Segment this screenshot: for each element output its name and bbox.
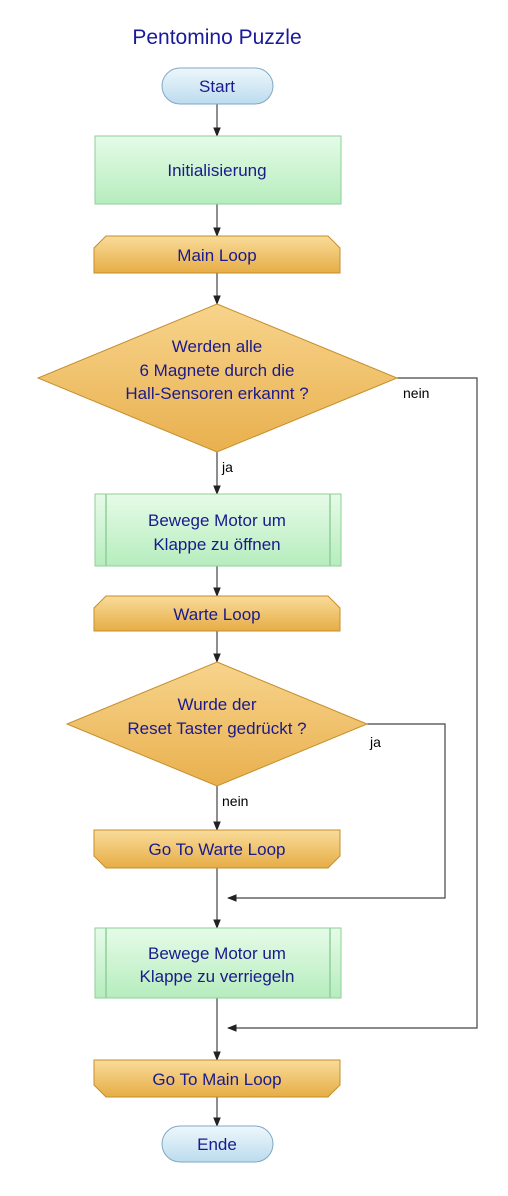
open-flap-line-2: Klappe zu öffnen: [153, 535, 280, 554]
decision-magnets-line-1: Werden alle: [172, 337, 262, 356]
open-flap-process: Bewege Motor um Klappe zu öffnen: [94, 493, 342, 567]
goto-main-loop-label: Go To Main Loop: [152, 1070, 281, 1089]
goto-wait-loop-label: Go To Warte Loop: [148, 840, 285, 859]
start-terminal: Start: [161, 67, 274, 105]
wait-loop-label: Warte Loop: [173, 605, 260, 624]
decision-reset-line-2: Reset Taster gedrückt ?: [127, 719, 306, 738]
decision-reset-yes-label: ja: [369, 734, 381, 750]
init-process: Initialisierung: [94, 135, 342, 205]
main-loop-start: Main Loop: [93, 235, 341, 274]
decision-magnets-line-2: 6 Magnete durch die: [140, 361, 295, 380]
decision-reset-no-label: nein: [222, 793, 248, 809]
end-terminal: Ende: [161, 1125, 274, 1163]
decision-magnets-line-3: Hall-Sensoren erkannt ?: [125, 384, 308, 403]
decision-reset: Wurde der Reset Taster gedrückt ?: [65, 661, 369, 787]
lock-flap-process: Bewege Motor um Klappe zu verriegeln: [94, 927, 342, 999]
wait-loop-start: Warte Loop: [93, 595, 341, 632]
goto-main-loop: Go To Main Loop: [93, 1059, 341, 1098]
goto-wait-loop: Go To Warte Loop: [93, 829, 341, 869]
end-label: Ende: [197, 1135, 237, 1154]
lock-flap-line-1: Bewege Motor um: [148, 944, 286, 963]
diagram-title: Pentomino Puzzle: [132, 26, 301, 49]
open-flap-line-1: Bewege Motor um: [148, 511, 286, 530]
decision-magnets-yes-label: ja: [221, 459, 233, 475]
init-label: Initialisierung: [167, 161, 266, 180]
lock-flap-line-2: Klappe zu verriegeln: [140, 967, 295, 986]
decision-magnets-no-label: nein: [403, 385, 429, 401]
main-loop-label: Main Loop: [177, 246, 256, 265]
decision-reset-line-1: Wurde der: [177, 695, 256, 714]
decision-magnets: Werden alle 6 Magnete durch die Hall-Sen…: [36, 303, 399, 453]
connectors: [213, 104, 478, 1127]
start-label: Start: [199, 77, 235, 96]
